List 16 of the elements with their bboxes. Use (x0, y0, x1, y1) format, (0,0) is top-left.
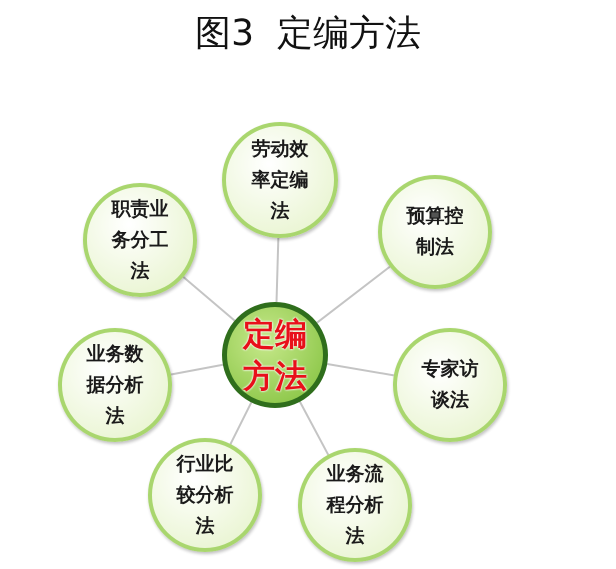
connector-line (170, 364, 224, 376)
method-label: 职责业务分工法 (110, 196, 170, 284)
connector-line (316, 266, 390, 324)
method-label: 业务数据分析法 (85, 342, 144, 428)
connector-line (182, 276, 236, 322)
method-label: 专家访谈法 (420, 357, 480, 413)
connector-line (327, 362, 394, 376)
connector-line (276, 238, 280, 302)
connector-line (230, 402, 252, 444)
method-label: 行业比较分析法 (175, 452, 234, 538)
hub-label: 定编方法 (242, 314, 308, 397)
connector-line (299, 401, 330, 456)
method-label: 业务流程分析法 (325, 462, 384, 548)
method-label: 预算控制法 (405, 204, 464, 260)
method-label: 劳动效率定编法 (250, 136, 310, 224)
diagram-title: 图3 定编方法 (195, 12, 421, 56)
